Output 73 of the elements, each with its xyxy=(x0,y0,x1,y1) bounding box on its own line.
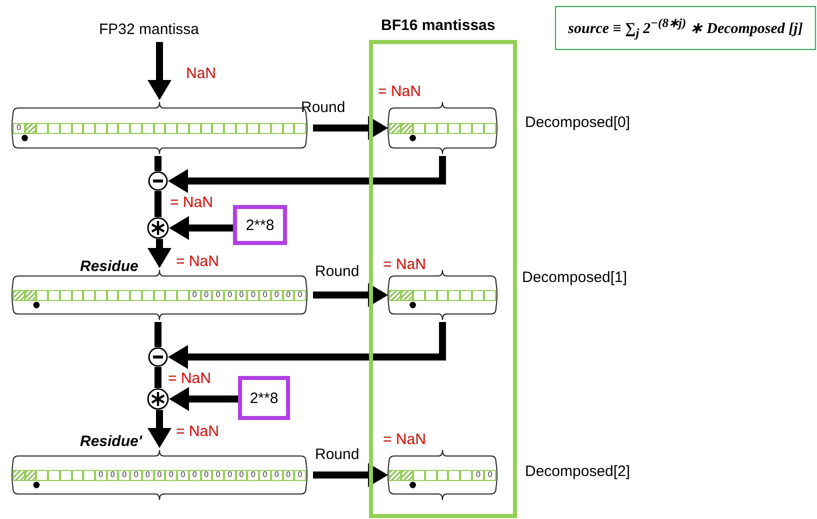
bit-value: 0 xyxy=(262,291,268,299)
register-label: Residue' xyxy=(80,434,142,450)
bit-value: 0 xyxy=(239,471,244,479)
arrow xyxy=(313,463,388,487)
connector-line xyxy=(154,322,162,347)
bit-value: 0 xyxy=(134,471,138,479)
bit-value: 0 xyxy=(204,471,209,479)
bit-value: 0 xyxy=(216,471,220,479)
bit-value: 0 xyxy=(168,471,174,479)
bit-value: 0 xyxy=(239,291,244,299)
bit-value: 0 xyxy=(274,291,279,299)
arrow xyxy=(313,283,388,307)
formula-box xyxy=(555,6,816,50)
arrow xyxy=(148,410,172,448)
bit-value: 0 xyxy=(157,471,162,479)
bit-value: 0 xyxy=(228,291,232,299)
bit-value: 0 xyxy=(262,471,268,479)
bit-value: 0 xyxy=(476,471,480,479)
value-label: = NaN xyxy=(176,254,219,270)
value-label: = NaN xyxy=(170,195,213,212)
output-label: Decomposed[2] xyxy=(525,464,630,480)
bit-value: 0 xyxy=(204,291,209,299)
bit-value: 0 xyxy=(298,291,302,299)
value-label: = NaN xyxy=(168,371,211,388)
value-label: = NaN xyxy=(383,432,426,448)
register-bracket xyxy=(12,448,307,502)
output-label: Decomposed[1] xyxy=(522,270,628,286)
bit-value: 0 xyxy=(274,471,279,479)
constant-value: 2**8 xyxy=(246,216,274,234)
arrow xyxy=(313,116,388,140)
subtract-operator xyxy=(148,171,168,191)
value-label: = NaN xyxy=(378,84,421,100)
arrow xyxy=(168,322,446,369)
arrow xyxy=(148,42,172,100)
bit-value: 0 xyxy=(488,471,492,479)
formula: source ≡ ∑$_{j}$ 2$^{−(8∗j)}$ ∗ Decomposed [j] xyxy=(568,15,803,41)
value-label: = NaN xyxy=(176,424,219,440)
input-label: FP32 mantissa xyxy=(98,22,200,38)
bit-value: 0 xyxy=(98,471,104,479)
multiply-operator xyxy=(147,388,169,410)
bit-value: 0 xyxy=(251,471,256,479)
constant-box xyxy=(233,205,287,245)
bit-value: 0 xyxy=(286,291,291,299)
register-bracket xyxy=(388,448,497,502)
constant-value: 2**8 xyxy=(250,390,278,406)
arrow xyxy=(169,387,238,411)
value-label: NaN xyxy=(186,66,216,82)
arrow xyxy=(169,216,233,240)
bit-value: 0 xyxy=(298,471,302,479)
multiply-operator xyxy=(147,217,169,239)
bit-value: 0 xyxy=(286,471,291,479)
register-label: Residue xyxy=(80,259,138,276)
bit-value: 0 xyxy=(146,471,150,479)
bit-value: 0 xyxy=(16,124,22,132)
bit-value: 0 xyxy=(251,291,256,299)
bit-value: 0 xyxy=(122,471,127,479)
bit-value: 0 xyxy=(216,291,220,299)
bit-value: 0 xyxy=(110,471,115,479)
bit-value: 0 xyxy=(192,471,197,479)
group-title: BF16 mantissas xyxy=(381,18,496,34)
arrow xyxy=(148,239,172,268)
constant-box xyxy=(238,376,290,420)
bit-value: 0 xyxy=(228,471,232,479)
bit-value: 0 xyxy=(192,291,197,299)
subtract-operator xyxy=(148,347,168,367)
connector-line xyxy=(154,156,162,171)
bit-value: 0 xyxy=(180,471,186,479)
output-label: Decomposed[0] xyxy=(525,115,630,132)
register-bracket xyxy=(388,100,497,156)
connector-line xyxy=(154,367,162,388)
arrow xyxy=(168,156,446,193)
value-label: = NaN xyxy=(383,257,426,274)
register-bracket xyxy=(388,268,497,322)
